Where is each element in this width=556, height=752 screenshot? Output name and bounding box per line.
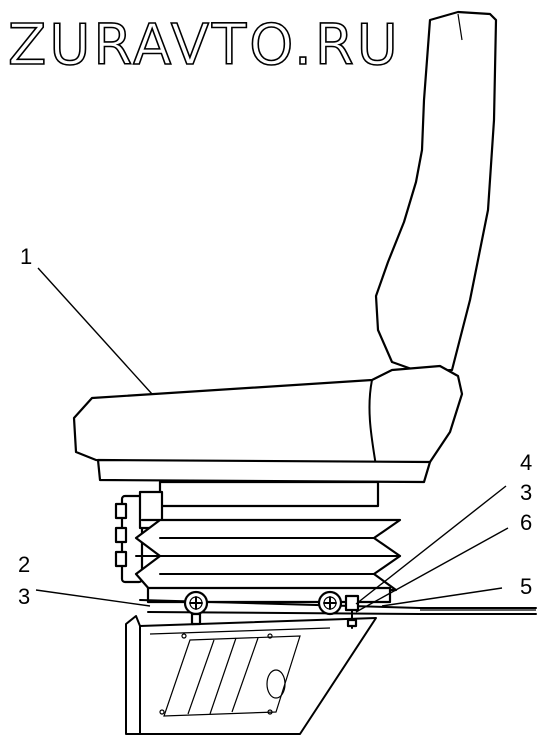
leader-5 [381,587,503,607]
callout-5: 5 [520,574,532,599]
fastener-right [344,594,360,629]
callout-4: 4 [520,450,532,475]
seat-backrest [374,10,498,374]
suspension-bellows [134,518,402,592]
callout-3-left: 3 [18,584,30,609]
leader-4 [355,485,507,605]
callout-1: 1 [20,244,32,269]
leader-1 [37,267,153,395]
leader-lines [35,267,509,613]
mounting-console [125,615,377,735]
callout-6: 6 [520,510,532,535]
leader-3-6 [355,527,509,613]
watermark-logo: ZURAVTO.RU [8,13,401,78]
seat-lower-frame [96,458,432,508]
callout-2: 2 [18,552,30,577]
seat-cushion [72,364,464,468]
leader-2-3 [35,589,151,607]
callout-3-right: 3 [520,480,532,505]
fastener-middle [317,590,343,616]
fastener-left [183,590,209,626]
